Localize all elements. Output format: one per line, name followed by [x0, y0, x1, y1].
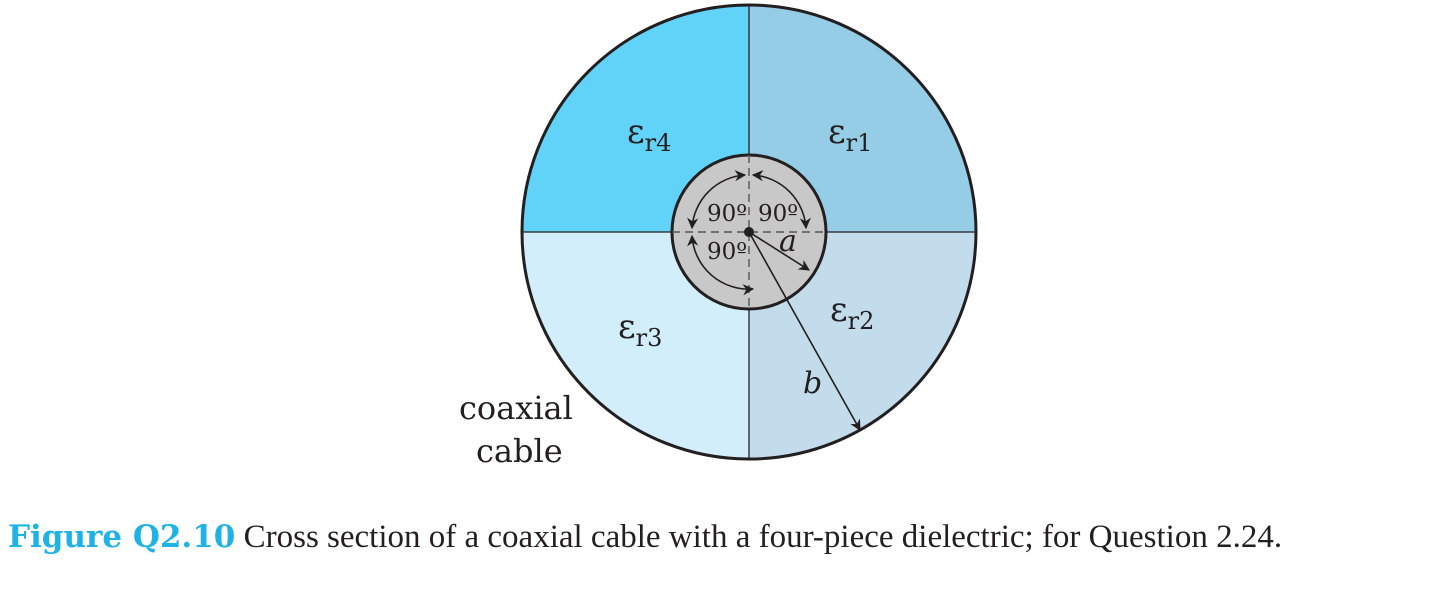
outer-conductor [520, 3, 978, 461]
cable-label-line2: cable [476, 432, 563, 470]
inner-radius-label: a [779, 224, 797, 259]
permittivity-label-r2: εr2 [830, 290, 874, 335]
caption-text: Cross section of a coaxial cable with a … [243, 519, 1283, 555]
angle-label-1: 90º [758, 201, 798, 227]
angle-label-4: 90º [707, 201, 747, 227]
permittivity-label-r3: εr3 [618, 307, 662, 352]
angle-arc-1 [751, 170, 811, 230]
permittivity-label-r1: εr1 [828, 112, 872, 157]
angle-label-3: 90º [707, 239, 747, 265]
outer-radius-arrow [748, 231, 861, 431]
figure-label: Figure Q2.10 [8, 519, 236, 555]
inner-radius-arrow [748, 231, 810, 271]
angle-arc-4 [687, 170, 747, 230]
permittivity-label-r4: εr4 [627, 112, 671, 157]
coaxial-cable-diagram: 90º 90º 90º a b εr4 εr1 εr3 εr2 coaxial … [459, 3, 978, 470]
cable-label-line1: coaxial [459, 389, 573, 427]
dielectric-region-2 [749, 232, 976, 459]
figure-caption: Figure Q2.10 Cross section of a coaxial … [8, 514, 1438, 560]
angle-arc-3 [687, 234, 755, 296]
outer-radius-label: b [803, 366, 822, 401]
